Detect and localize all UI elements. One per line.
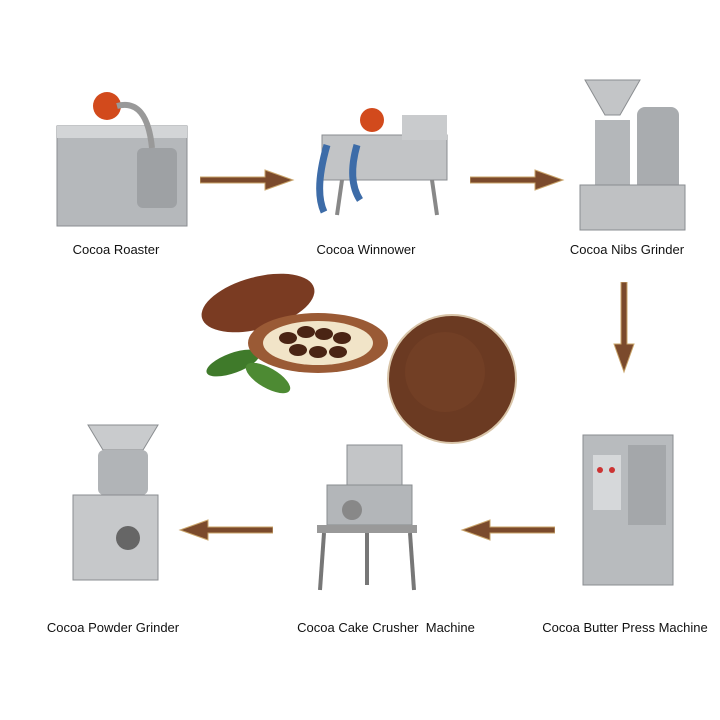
arrow-left-2: [178, 519, 273, 541]
arrow-down: [613, 282, 635, 374]
label-cocoa-winnower: Cocoa Winnower: [316, 242, 416, 257]
cocoa-powder-image: [387, 314, 517, 444]
arrow-right-1: [200, 169, 295, 191]
label-cocoa-roaster: Cocoa Roaster: [72, 242, 160, 257]
label-cocoa-nibs-grinder: Cocoa Nibs Grinder: [569, 242, 685, 257]
label-cocoa-cake-crusher: Cocoa Cake Crusher Machine: [297, 620, 475, 635]
arrow-right-2: [470, 169, 565, 191]
cocoa-nibs-grinder-image: [579, 79, 686, 231]
arrow-left-1: [460, 519, 555, 541]
cocoa-roaster-image: [56, 92, 188, 227]
label-cocoa-butter-press: Cocoa Butter Press Machine: [542, 620, 708, 635]
label-cocoa-powder-grinder: Cocoa Powder Grinder: [46, 620, 180, 635]
cocoa-pod-image: [201, 273, 388, 394]
cocoa-butter-press-image: [582, 434, 674, 586]
cocoa-powder-grinder-image: [72, 424, 159, 581]
cocoa-winnower-image: [316, 108, 448, 216]
cocoa-cake-crusher-image: [317, 444, 417, 591]
